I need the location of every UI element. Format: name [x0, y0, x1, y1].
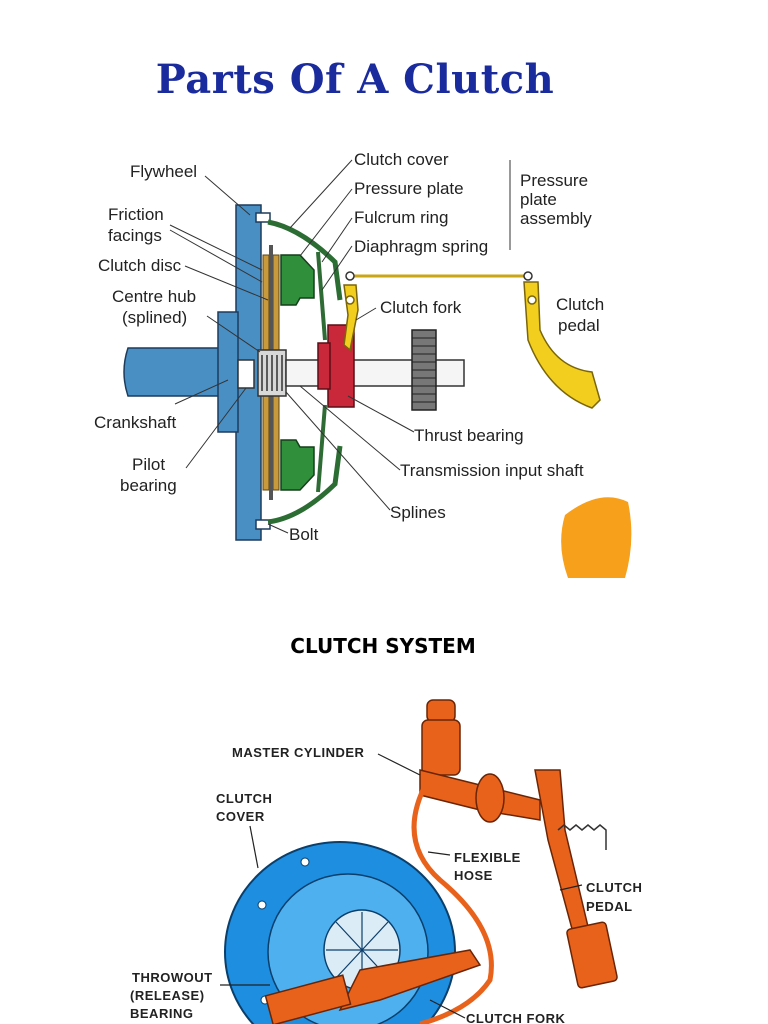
label-splines: Splines [390, 503, 446, 522]
label-centre-hub: (splined) [122, 308, 187, 327]
leader-lines [169, 159, 511, 534]
label-clutch-cover: COVER [216, 809, 265, 824]
label-diaphragm-spring: Diaphragm spring [354, 237, 488, 256]
label-pressure-plate-assembly: assembly [520, 209, 592, 228]
label-pressure-plate-assembly: plate [520, 190, 557, 209]
diaphragm-spring-shape [316, 251, 327, 493]
label-clutch-pedal: Clutch [556, 295, 604, 314]
clutch-cover-shape [267, 219, 343, 525]
bolt-top-shape [255, 212, 271, 223]
label-clutch-disc: Clutch disc [98, 256, 182, 275]
splines-shape [261, 355, 283, 391]
label-flexible-hose: HOSE [454, 868, 493, 883]
label-bolt: Bolt [289, 525, 319, 544]
label-thrust-bearing: Thrust bearing [414, 426, 524, 445]
label-throwout-bearing: BEARING [130, 1006, 193, 1021]
label-friction-facings: facings [108, 226, 162, 245]
master-cylinder-shape [426, 699, 456, 723]
label-clutch-pedal: pedal [558, 316, 600, 335]
label-throwout-bearing: (RELEASE) [130, 988, 205, 1003]
label-pressure-plate-assembly: Pressure [520, 171, 588, 190]
label-fulcrum-ring: Fulcrum ring [354, 208, 448, 227]
orange-blob-shape [561, 497, 632, 578]
label-flexible-hose: FLEXIBLE [454, 850, 521, 865]
leader-lines-2 [220, 753, 583, 1019]
label-crankshaft: Crankshaft [94, 413, 176, 432]
clutch-pedal-arm-shape [534, 769, 591, 941]
throwout-bearing-shape [264, 974, 352, 1024]
return-spring-shape [557, 824, 607, 850]
section-heading: CLUTCH SYSTEM [290, 634, 476, 658]
label-pressure-plate: Pressure plate [354, 179, 464, 198]
pressure-plate-shape [280, 439, 315, 491]
label-pilot-bearing: bearing [120, 476, 177, 495]
label-centre-hub: Centre hub [112, 287, 196, 306]
clutch-pedal-pad-shape [566, 921, 618, 989]
label-clutch-fork: Clutch fork [380, 298, 462, 317]
label-clutch-cover: Clutch cover [354, 150, 449, 169]
page-title: Parts Of A Clutch [155, 56, 555, 103]
flexible-hose-shape [411, 778, 494, 1024]
label-transmission-input-shaft: Transmission input shaft [400, 461, 584, 480]
clutch-pedal-shape [523, 281, 601, 409]
thrust-bearing-shape [317, 342, 331, 390]
master-cylinder-shape [421, 719, 461, 776]
label-clutch-cover: CLUTCH [216, 791, 272, 806]
label-clutch-pedal: PEDAL [586, 899, 633, 914]
label-pilot-bearing: Pilot [132, 455, 165, 474]
pressure-plate-shape [280, 254, 315, 306]
label-clutch-pedal: CLUTCH [586, 880, 642, 895]
label-flywheel: Flywheel [130, 162, 197, 181]
label-master-cylinder: MASTER CYLINDER [232, 745, 365, 760]
clutch-parts-diagram: Flywheel Friction facings Clutch disc Ce… [94, 150, 632, 578]
label-friction-facings: Friction [108, 205, 164, 224]
label-clutch-fork: CLUTCH FORK [466, 1011, 565, 1024]
label-throwout-bearing: THROWOUT [132, 970, 213, 985]
